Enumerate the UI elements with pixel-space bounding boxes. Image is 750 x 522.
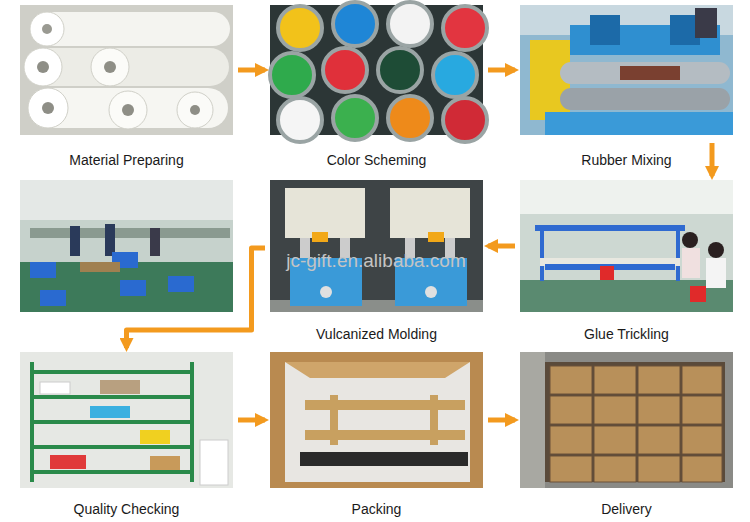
- process-step: Glue Trickling: [520, 180, 733, 343]
- process-step: Color Scheming: [270, 5, 483, 169]
- container-photo: [520, 352, 733, 488]
- flow-arrow: [488, 418, 515, 423]
- step-caption: Vulcanized Molding: [316, 326, 437, 343]
- step-caption: Rubber Mixing: [581, 152, 671, 169]
- paint-cans-photo: [270, 2, 487, 142]
- process-step: Packing: [270, 352, 483, 518]
- step-caption: Packing: [352, 501, 402, 518]
- molding-press-photo: [270, 180, 483, 312]
- flow-arrow: [710, 143, 715, 176]
- flow-arrow: [238, 68, 265, 73]
- step-caption: Material Preparing: [69, 152, 183, 169]
- flow-arrow: [238, 418, 265, 423]
- step-caption: Delivery: [601, 501, 652, 518]
- step-caption: Color Scheming: [327, 152, 427, 169]
- process-step: Delivery: [520, 352, 733, 518]
- glue-tables-photo: [520, 180, 733, 312]
- watermark: jc-gift.en.alibaba.com: [286, 250, 466, 272]
- packing-box-photo: [270, 352, 483, 488]
- process-step: Material Preparing: [20, 5, 233, 169]
- flow-arrow: [127, 248, 266, 348]
- flow-arrow: [488, 68, 515, 73]
- rubber-rolls-photo: [20, 5, 233, 135]
- process-step: Rubber Mixing: [520, 5, 733, 169]
- flow-arrow: [488, 244, 515, 249]
- qc-shelves-photo: [20, 352, 233, 488]
- workshop-photo: [20, 180, 233, 312]
- mixing-machine-photo: [520, 5, 733, 135]
- process-step: Quality Checking: [20, 352, 233, 518]
- step-caption: Quality Checking: [74, 501, 180, 518]
- step-caption: Glue Trickling: [584, 326, 669, 343]
